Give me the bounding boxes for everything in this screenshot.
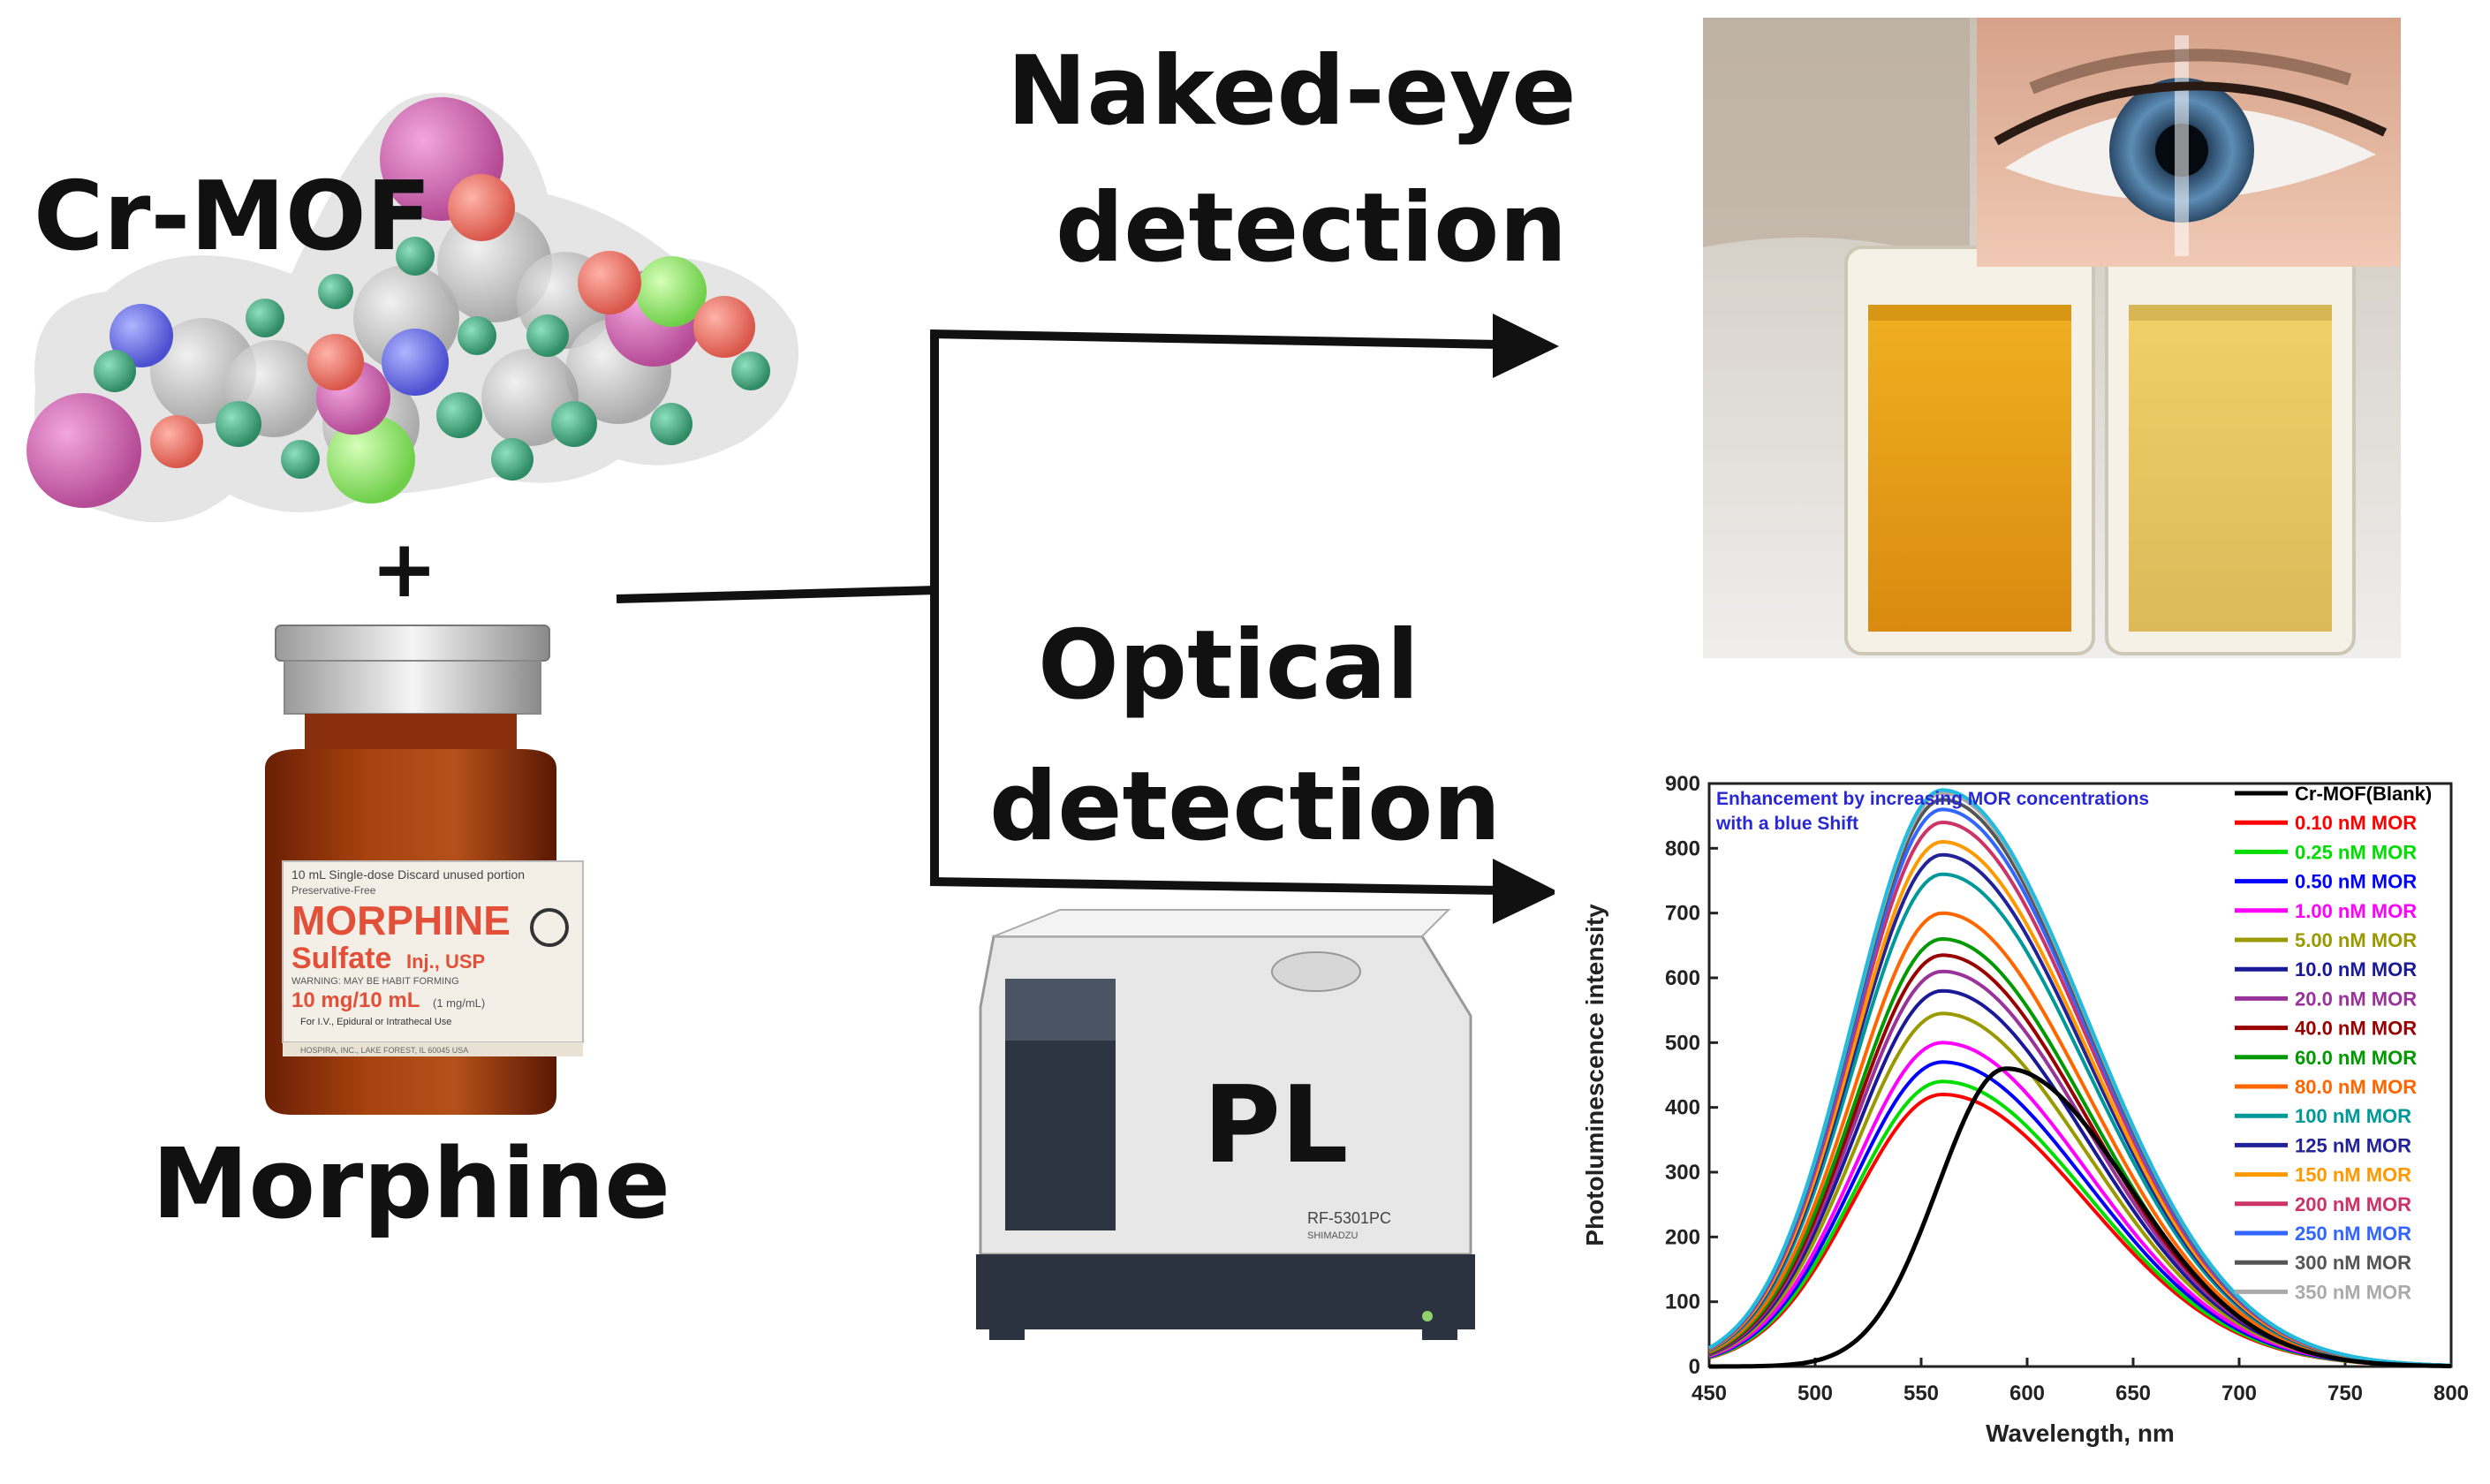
spectrum-line-blank (1709, 1066, 2451, 1369)
y-tick-label: 0 (1689, 1355, 1700, 1379)
chart-annotation: with a blue Shift (1715, 814, 1858, 834)
flow-arrows (616, 329, 1502, 895)
legend-entry: 125 nM MOR (2295, 1134, 2411, 1156)
instrument-model: RF-5301PC (1307, 1209, 1391, 1227)
vial-label-salt: Sulfate (291, 942, 391, 975)
plus-sign: + (371, 523, 438, 616)
y-axis-label: Photoluminescence intensity (1581, 904, 1608, 1246)
legend-entry: Cr-MOF(Blank) (2295, 783, 2432, 805)
legend-entry: 40.0 nM MOR (2295, 1018, 2417, 1040)
cr-mof-molecule (26, 93, 798, 523)
spectrum-line (1707, 788, 2452, 1367)
x-axis-label: Wavelength, nm (1986, 1420, 2175, 1447)
y-tick-label: 300 (1665, 1161, 1700, 1185)
legend-entry: 60.0 nM MOR (2295, 1047, 2417, 1069)
vial-label-dose: 10 mg/10 mL (291, 988, 420, 1012)
optical-label-line1: Optical (1038, 610, 1419, 721)
legend-entry: 300 nM MOR (2295, 1252, 2411, 1274)
x-tick-label: 750 (2327, 1382, 2363, 1405)
y-tick-label: 800 (1665, 837, 1700, 860)
x-tick-label: 600 (2009, 1382, 2045, 1405)
legend-entry: 5.00 nM MOR (2295, 929, 2417, 951)
x-tick-label: 500 (1797, 1382, 1833, 1405)
eye-inset (1977, 18, 2401, 267)
morphine-label: Morphine (152, 1127, 670, 1240)
legend-entry: 10.0 nM MOR (2295, 958, 2417, 980)
vial-label-route: For I.V., Epidural or Intrathecal Use (300, 1017, 451, 1027)
cr-mof-label: Cr-MOF (34, 162, 432, 272)
naked-eye-label-line2: detection (1056, 173, 1568, 284)
y-tick-label: 600 (1665, 966, 1700, 990)
x-tick-label: 800 (2433, 1382, 2469, 1405)
chart-annotation: Enhancement by increasing MOR concentrat… (1716, 789, 2149, 809)
pl-spectrometer (976, 909, 1475, 1340)
vial-label-sub: Preservative-Free (291, 884, 376, 897)
arrow-head-upper (1493, 314, 1559, 378)
vial-label-top: 10 mL Single-dose Discard unused portion (291, 867, 525, 882)
y-tick-label: 900 (1665, 772, 1700, 796)
arrow-head-lower (1493, 859, 1559, 924)
legend-entry: 200 nM MOR (2295, 1193, 2411, 1215)
y-tick-label: 200 (1665, 1225, 1700, 1249)
legend-entry: 0.50 nM MOR (2295, 871, 2417, 893)
vial-label-warning: WARNING: MAY BE HABIT FORMING (291, 976, 459, 987)
y-tick-label: 100 (1665, 1291, 1700, 1314)
y-tick-label: 400 (1665, 1096, 1700, 1120)
legend-entry: 80.0 nM MOR (2295, 1076, 2417, 1098)
legend-entry: 100 nM MOR (2295, 1105, 2411, 1127)
legend-entry: 20.0 nM MOR (2295, 988, 2417, 1010)
instrument-brand: SHIMADZU (1307, 1230, 1359, 1241)
vial-label-inj: Inj., USP (406, 950, 485, 973)
y-tick-label: 700 (1665, 902, 1700, 926)
legend-entry: 0.10 nM MOR (2295, 812, 2417, 834)
legend-entry: 250 nM MOR (2295, 1223, 2411, 1245)
y-tick-label: 500 (1665, 1031, 1700, 1055)
legend-entry: 150 nM MOR (2295, 1164, 2411, 1186)
vial-label-name: MORPHINE (291, 897, 511, 943)
x-tick-label: 450 (1692, 1382, 1727, 1405)
legend-entry: 0.25 nM MOR (2295, 841, 2417, 863)
pl-label: PL (1203, 1064, 1349, 1187)
plot-area (1707, 782, 2453, 1368)
legend-entry: 350 nM MOR (2295, 1281, 2411, 1303)
x-tick-label: 550 (1903, 1382, 1939, 1405)
x-tick-label: 700 (2221, 1382, 2257, 1405)
morphine-vial (265, 625, 584, 1115)
vial-label-maker: HOSPIRA, INC., LAKE FOREST, IL 60045 USA (300, 1046, 468, 1055)
legend-entry: 1.00 nM MOR (2295, 900, 2417, 922)
optical-label-line2: detection (989, 752, 1502, 862)
naked-eye-label-line1: Naked-eye (1007, 36, 1577, 147)
x-tick-label: 650 (2115, 1382, 2151, 1405)
vial-label-dose-note: (1 mg/mL) (433, 996, 485, 1010)
